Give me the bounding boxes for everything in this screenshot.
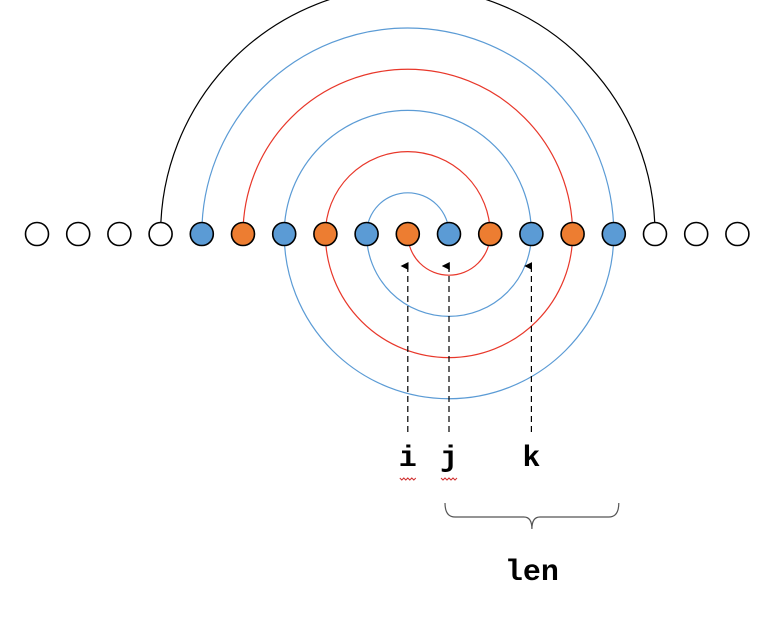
arc-top-red-7-11 <box>324 151 491 235</box>
arc-layer <box>160 0 656 400</box>
bead-10-blue <box>436 221 462 247</box>
spell-underline-i <box>399 477 417 481</box>
bead-17-empty <box>725 221 750 247</box>
bead-9-orange <box>395 221 421 247</box>
arc-top-black-3-15 <box>160 0 656 235</box>
bead-15-empty <box>642 221 668 247</box>
bead-5-orange <box>230 221 256 247</box>
bead-0-empty <box>24 221 50 247</box>
arc-top-blue-4-14 <box>201 27 615 235</box>
bead-3-empty <box>148 221 173 247</box>
bead-4-blue <box>189 221 215 247</box>
span-label-len: len <box>505 556 559 590</box>
span-brace-curve <box>444 502 620 530</box>
bead-11-orange <box>477 221 503 247</box>
span-brace: len <box>444 502 620 590</box>
pointer-label-i: i <box>399 442 417 476</box>
bead-layer <box>24 221 750 247</box>
arc-top-blue-8-10 <box>366 192 450 235</box>
bead-6-blue <box>271 221 297 247</box>
arc-top-blue-6-12 <box>283 109 532 235</box>
arc-bottom-red-9-11 <box>407 233 491 276</box>
arc-top-red-5-13 <box>242 68 574 235</box>
pointer-label-k: k <box>522 442 540 476</box>
bead-1-empty <box>65 221 91 247</box>
bead-2-empty <box>107 221 132 247</box>
bead-7-orange <box>313 221 338 247</box>
bead-8-blue <box>354 221 379 247</box>
pointer-layer <box>400 262 533 432</box>
bead-12-blue <box>519 221 544 247</box>
pointer-label-j: j <box>440 442 458 476</box>
bead-13-orange <box>560 221 585 247</box>
bead-16-empty <box>683 221 709 247</box>
bead-14-blue <box>601 221 627 247</box>
spell-underline-j <box>440 477 458 481</box>
